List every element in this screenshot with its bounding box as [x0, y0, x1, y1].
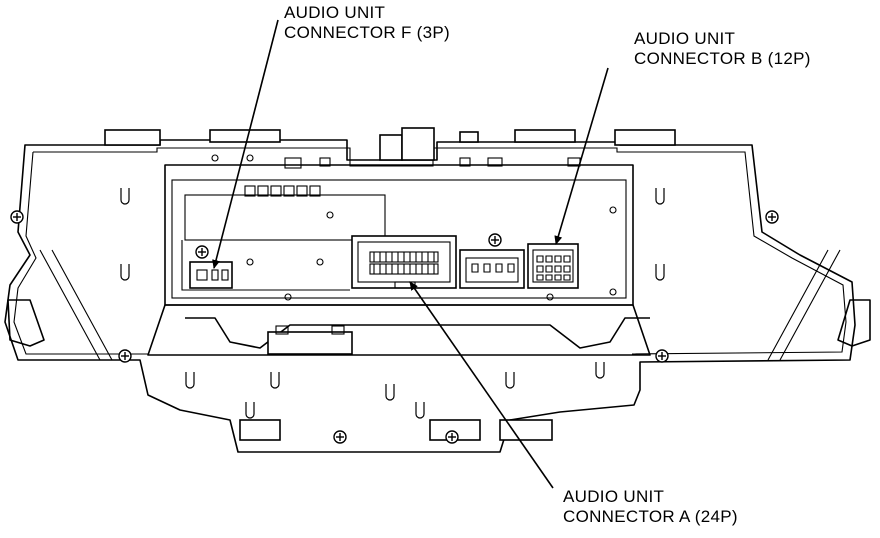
connector-a [351, 235, 457, 289]
vent-slots [244, 185, 321, 197]
label-connector-f: AUDIO UNIT CONNECTOR F (3P) [284, 3, 450, 43]
label-connector-a-line2: CONNECTOR A (24P) [563, 507, 738, 526]
label-connector-b-line1: AUDIO UNIT [634, 29, 736, 48]
label-connector-f-line2: CONNECTOR F (3P) [284, 23, 450, 42]
panel-housing [4, 127, 871, 453]
audio-unit-body [164, 154, 634, 306]
panel-holes [120, 187, 665, 419]
label-connector-b-line2: CONNECTOR B (12P) [634, 49, 811, 68]
lower-bezel [147, 304, 651, 441]
label-connector-a: AUDIO UNIT CONNECTOR A (24P) [563, 487, 738, 527]
label-connector-b: AUDIO UNIT CONNECTOR B (12P) [634, 29, 811, 69]
connector-f [189, 261, 233, 289]
label-connector-f-line1: AUDIO UNIT [284, 3, 386, 22]
label-connector-a-line1: AUDIO UNIT [563, 487, 665, 506]
leader-lines [212, 19, 609, 489]
connector-middle [459, 249, 525, 289]
connector-b [527, 243, 579, 289]
